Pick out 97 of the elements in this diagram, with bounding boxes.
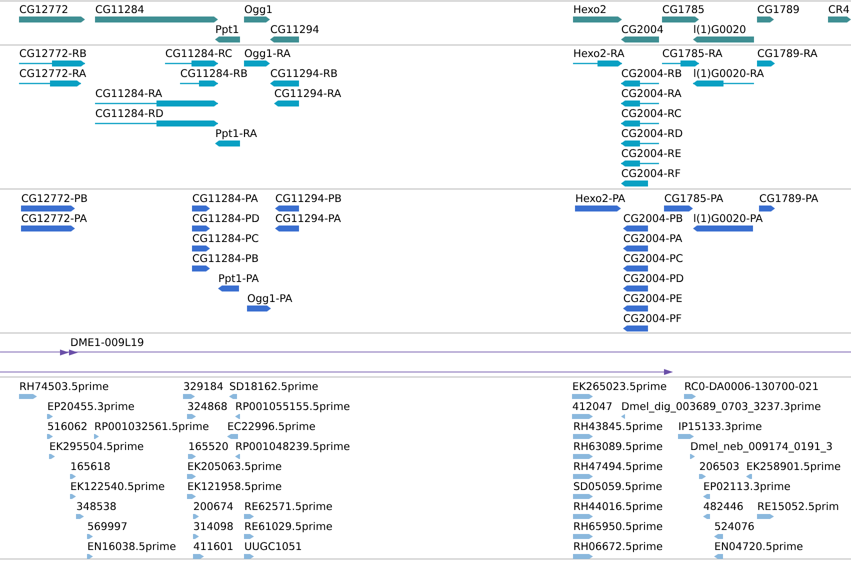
feature-label: 412047 bbox=[572, 402, 612, 410]
feature-label: CG11294-PB bbox=[276, 194, 341, 202]
feature-label: CG11284-PB bbox=[192, 254, 258, 262]
feature-label: RE62571.5prime bbox=[245, 502, 332, 512]
feature-label: CG2004 bbox=[622, 25, 663, 34]
feature-label: Dmel_neb_009174_0191_3 bbox=[691, 442, 832, 452]
feature-label: EK265023.5prime bbox=[573, 382, 666, 392]
feature-label: 165618 bbox=[71, 462, 110, 470]
feature-label: Ogg1 bbox=[244, 5, 272, 16]
feature-label: EK258901.5prime bbox=[747, 462, 840, 472]
feature-label: RH44016.5prime bbox=[574, 502, 662, 512]
feature-label: CG1789 bbox=[758, 5, 799, 14]
feature-label: 516062 bbox=[48, 422, 86, 430]
feature-label: CG2004-PD bbox=[624, 274, 684, 282]
feature-label: CG2004-PC bbox=[624, 254, 683, 262]
feature-label: CG11284-PA bbox=[192, 194, 258, 202]
feature-label: RC0-DA0006-130700-021 bbox=[685, 382, 818, 390]
feature-label: EP20455.3prime bbox=[48, 402, 134, 412]
feature-label: CG12772-RB bbox=[20, 49, 86, 58]
feature-label: 324868 bbox=[188, 402, 227, 410]
feature-label: CR4 bbox=[828, 5, 850, 14]
feature-label: RP001055155.5prime bbox=[236, 402, 350, 412]
feature-label: CG1789-PA bbox=[760, 194, 818, 202]
feature-label: Ppt1 bbox=[216, 25, 238, 36]
feature-label: RE61029.5prime bbox=[245, 522, 332, 532]
feature-label: CG11284 bbox=[96, 5, 144, 14]
feature-label: CG2004-PF bbox=[624, 314, 682, 322]
feature-label: RH74503.5prime bbox=[20, 382, 108, 392]
feature-label: 200674 bbox=[194, 502, 233, 510]
feature-label: CG1785-RA bbox=[662, 49, 722, 58]
feature-label: EK205063.5prime bbox=[188, 462, 282, 472]
feature-label: CG2004-PA bbox=[624, 234, 682, 242]
feature-label: CG11284-PC bbox=[192, 234, 258, 242]
feature-label: 165520 bbox=[189, 442, 228, 450]
feature-label: CG11294-PA bbox=[276, 214, 341, 222]
feature-label: CG12772-PB bbox=[22, 194, 87, 202]
feature-label: EC22996.5prime bbox=[228, 422, 315, 432]
feature-label: RP001032561.5prime bbox=[95, 422, 208, 432]
feature-label: CG2004-RF bbox=[622, 169, 680, 178]
feature-label: RH43845.5prime bbox=[574, 422, 662, 432]
feature-label: CG11284-RB bbox=[180, 69, 247, 78]
feature-label: Ogg1-PA bbox=[248, 294, 292, 304]
feature-label: CG11294-RB bbox=[270, 69, 337, 78]
feature-label: 348538 bbox=[77, 502, 116, 510]
feature-label: 206503 bbox=[700, 462, 739, 470]
feature-label: l(1)G0020-PA bbox=[694, 214, 763, 224]
feature-label: CG2004-RC bbox=[622, 109, 681, 118]
feature-label: CG1785 bbox=[662, 5, 704, 14]
feature-label: CG11284-RC bbox=[166, 49, 232, 58]
feature-label: Hexo2 bbox=[574, 5, 606, 14]
feature-label: CG12772-RA bbox=[20, 69, 86, 78]
feature-label: SD05059.5prime bbox=[574, 482, 662, 492]
feature-label: 482446 bbox=[704, 502, 743, 510]
feature-label: RH06672.5prime bbox=[574, 542, 662, 552]
feature-label: CG2004-PE bbox=[624, 294, 682, 302]
feature-label: 524076 bbox=[715, 522, 754, 530]
feature-label: CG12772 bbox=[20, 5, 68, 14]
feature-label: EN16038.5prime bbox=[88, 542, 176, 552]
feature-label: CG1789-RA bbox=[758, 49, 818, 58]
feature-label: Ppt1-RA bbox=[216, 129, 257, 140]
feature-label: l(1)G0020 bbox=[694, 25, 746, 34]
feature-label: RH47494.5prime bbox=[574, 462, 662, 472]
feature-label: CG11284-RD bbox=[96, 109, 163, 118]
feature-label: CG1785-PA bbox=[664, 194, 724, 202]
feature-label: DME1-009L19 bbox=[71, 338, 144, 346]
feature-label: RP001048239.5prime bbox=[236, 442, 350, 452]
feature-label: CG2004-RD bbox=[622, 129, 682, 138]
feature-label: EK122540.5prime bbox=[71, 482, 164, 492]
feature-label: Hexo2-PA bbox=[576, 194, 626, 202]
feature-label: EP02113.3prime bbox=[704, 482, 790, 492]
feature-label: CG11294 bbox=[270, 25, 319, 34]
feature-label: 569997 bbox=[88, 522, 127, 530]
feature-label: EK121958.5prime bbox=[188, 482, 282, 492]
feature-label: SD18162.5prime bbox=[230, 382, 318, 392]
feature-label: CG11284-PD bbox=[192, 214, 259, 222]
feature-label: UUGC1051 bbox=[245, 542, 302, 550]
feature-label: CG2004-RA bbox=[622, 89, 682, 98]
feature-label: CG2004-RE bbox=[622, 149, 681, 158]
feature-label: RH63089.5prime bbox=[574, 442, 662, 452]
feature-label: RH65950.5prime bbox=[574, 522, 662, 532]
feature-label: Ogg1-RA bbox=[244, 49, 290, 60]
feature-label: CG2004-RB bbox=[622, 69, 682, 78]
feature-label: CG2004-PB bbox=[624, 214, 682, 222]
feature-label: EN04720.5prime bbox=[715, 542, 802, 552]
feature-label: Dmel_dig_003689_0703_3237.3prime bbox=[622, 402, 820, 412]
feature-label: 329184 bbox=[184, 382, 223, 390]
feature-label: CG11294-RA bbox=[274, 89, 342, 98]
feature-label: 411601 bbox=[194, 542, 232, 550]
feature-label: RE15052.5prim bbox=[758, 502, 838, 512]
feature-label: CG12772-PA bbox=[22, 214, 87, 222]
feature-label: EK295504.5prime bbox=[50, 442, 144, 452]
feature-label: Ppt1-PA bbox=[219, 274, 259, 284]
feature-label: CG11284-RA bbox=[96, 89, 162, 98]
feature-label: IP15133.3prime bbox=[679, 422, 762, 432]
feature-label: 314098 bbox=[194, 522, 233, 530]
feature-label: l(1)G0020-RA bbox=[694, 69, 764, 78]
feature-label: Hexo2-RA bbox=[574, 49, 624, 58]
